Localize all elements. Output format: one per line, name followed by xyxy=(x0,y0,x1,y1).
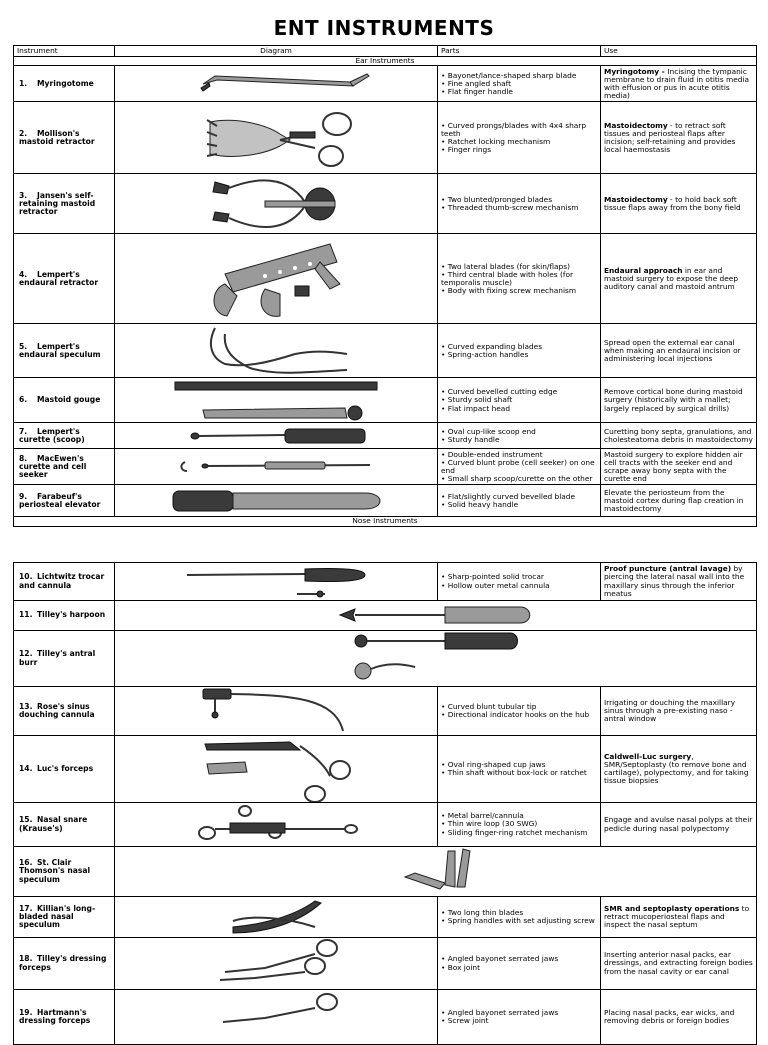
header-instrument: Instrument xyxy=(13,44,115,58)
jansen-retractor-diagram xyxy=(114,173,438,235)
header-parts: Parts xyxy=(437,44,601,58)
use-cell: Elevate the periosteum from the mastoid … xyxy=(600,484,757,518)
macewen-curette-diagram xyxy=(114,448,438,486)
tilley-forceps-diagram xyxy=(114,937,438,990)
parts-cell: • Metal barrel/cannula• Thin wire loop (… xyxy=(437,802,601,847)
lempert-curette-diagram xyxy=(114,422,438,450)
instrument-name: 11.Tilley's harpoon xyxy=(13,600,115,631)
mastoid-gouge-diagram xyxy=(114,377,438,424)
parts-cell: • Curved blunt tubular tip• Directional … xyxy=(437,686,601,736)
use-cell: Mastoidectomy - to retract soft tissues … xyxy=(600,101,757,175)
use-cell: Mastoidectomy - to hold back soft tissue… xyxy=(600,173,757,235)
rose-cannula-diagram xyxy=(114,686,438,736)
parts-cell: • Curved prongs/blades with 4x4 sharp te… xyxy=(437,101,601,175)
parts-cell: • Double-ended instrument• Curved blunt … xyxy=(437,448,601,486)
use-cell: Engage and avulse nasal polyps at their … xyxy=(600,802,757,847)
table-row: 11.Tilley's harpoon xyxy=(13,600,757,631)
table-row: 13.Rose's sinus douching cannula • Curve… xyxy=(13,686,757,736)
use-cell: Curetting bony septa, granulations, and … xyxy=(600,422,757,450)
krause-snare-diagram xyxy=(114,802,438,847)
table-row: 17.Killian's long-bladed nasal speculum … xyxy=(13,896,757,938)
instrument-name: 12.Tilley's antral burr xyxy=(13,630,115,687)
use-cell: Proof puncture (antral lavage) by pierci… xyxy=(600,562,757,601)
parts-cell: • Flat/slightly curved bevelled blade• S… xyxy=(437,484,601,518)
tilley-burr-diagram xyxy=(114,630,757,687)
instrument-name: 8.MacEwen's curette and cell seeker xyxy=(13,448,115,486)
use-cell: Endaural approach in ear and mastoid sur… xyxy=(600,233,757,325)
ear-instruments-table: Instrument Diagram Parts Use Ear Instrum… xyxy=(13,44,757,527)
lempert-retractor-diagram xyxy=(114,233,438,325)
parts-cell: • Sharp-pointed solid trocar• Hollow out… xyxy=(437,562,601,601)
use-cell: Caldwell-Luc surgery, SMR/Septoplasty (t… xyxy=(600,735,757,803)
instrument-name: 15.Nasal snare (Krause's) xyxy=(13,802,115,847)
table-row: 1.Myringotome • Bayonet/lance-shaped sha… xyxy=(13,65,757,103)
killian-speculum-diagram xyxy=(114,896,438,938)
mollison-retractor-diagram xyxy=(114,101,438,175)
lempert-speculum-diagram xyxy=(114,323,438,379)
section-ear: Ear Instruments xyxy=(13,56,757,67)
table-row: 4.Lempert's endaural retractor • Two lat… xyxy=(13,233,757,325)
header-diagram: Diagram xyxy=(114,44,438,58)
tilley-harpoon-diagram xyxy=(114,600,757,631)
instrument-name: 10.Lichtwitz trocar and cannula xyxy=(13,562,115,601)
use-cell: Mastoid surgery to explore hidden air ce… xyxy=(600,448,757,486)
page-title: ENT INSTRUMENTS xyxy=(273,16,495,40)
use-cell: Myringotomy - Incising the tympanic memb… xyxy=(600,65,757,103)
table-row: 19.Hartmann's dressing forceps • Angled … xyxy=(13,989,757,1045)
instrument-name: 17.Killian's long-bladed nasal speculum xyxy=(13,896,115,938)
instrument-name: 7.Lempert's curette (scoop) xyxy=(13,422,115,450)
table-row: 8.MacEwen's curette and cell seeker • Do… xyxy=(13,448,757,486)
table-row: 10.Lichtwitz trocar and cannula • Sharp-… xyxy=(13,562,757,601)
hartmann-forceps-diagram xyxy=(114,989,438,1045)
instrument-name: 13.Rose's sinus douching cannula xyxy=(13,686,115,736)
lichtwitz-trocar-diagram xyxy=(114,562,438,601)
instrument-name: 5.Lempert's endaural speculum xyxy=(13,323,115,379)
table-row: 14.Luc's forceps • Oval ring-shaped cup … xyxy=(13,735,757,803)
table-row: 3.Jansen's self-retaining mastoid retrac… xyxy=(13,173,757,235)
parts-cell: • Oval cup-like scoop end• Sturdy handle xyxy=(437,422,601,450)
instrument-name: 4.Lempert's endaural retractor xyxy=(13,233,115,325)
luc-forceps-diagram xyxy=(114,735,438,803)
parts-cell: • Angled bayonet serrated jaws• Box join… xyxy=(437,937,601,990)
table-row: 12.Tilley's antral burr xyxy=(13,630,757,687)
parts-cell: • Bayonet/lance-shaped sharp blade• Fine… xyxy=(437,65,601,103)
instrument-name: 16.St. Clair Thomson's nasal speculum xyxy=(13,846,115,897)
table-row: 9.Farabeuf's periosteal elevator • Flat/… xyxy=(13,484,757,518)
parts-cell: • Curved expanding blades• Spring-action… xyxy=(437,323,601,379)
table-row: 18.Tilley's dressing forceps • Angled ba… xyxy=(13,937,757,990)
parts-cell: • Oval ring-shaped cup jaws• Thin shaft … xyxy=(437,735,601,803)
use-cell: Spread open the external ear canal when … xyxy=(600,323,757,379)
st-clair-speculum-diagram xyxy=(114,846,757,897)
table-row: 6.Mastoid gouge • Curved bevelled cuttin… xyxy=(13,377,757,424)
header-row: Instrument Diagram Parts Use xyxy=(13,44,757,58)
table-row: 15.Nasal snare (Krause's) • Metal barrel… xyxy=(13,802,757,847)
instrument-name: 14.Luc's forceps xyxy=(13,735,115,803)
use-cell: SMR and septoplasty operations to retrac… xyxy=(600,896,757,938)
instrument-name: 2.Mollison's mastoid retractor xyxy=(13,101,115,175)
myringotome-diagram xyxy=(114,65,438,103)
parts-cell: • Two lateral blades (for skin/flaps)• T… xyxy=(437,233,601,325)
use-cell: Placing nasal packs, ear wicks, and remo… xyxy=(600,989,757,1045)
parts-cell: • Two blunted/pronged blades• Threaded t… xyxy=(437,173,601,235)
table-row: 7.Lempert's curette (scoop) • Oval cup-l… xyxy=(13,422,757,450)
instrument-name: 3.Jansen's self-retaining mastoid retrac… xyxy=(13,173,115,235)
instrument-name: 9.Farabeuf's periosteal elevator xyxy=(13,484,115,518)
table-row: 16.St. Clair Thomson's nasal speculum xyxy=(13,846,757,897)
header-use: Use xyxy=(600,44,757,58)
use-cell: Inserting anterior nasal packs, ear dres… xyxy=(600,937,757,990)
use-cell: Irrigating or douching the maxillary sin… xyxy=(600,686,757,736)
parts-cell: • Two long thin blades• Spring handles w… xyxy=(437,896,601,938)
parts-cell: • Curved bevelled cutting edge• Sturdy s… xyxy=(437,377,601,424)
section-nose: Nose Instruments xyxy=(13,516,757,527)
instrument-name: 18.Tilley's dressing forceps xyxy=(13,937,115,990)
parts-cell: • Angled bayonet serrated jaws• Screw jo… xyxy=(437,989,601,1045)
instrument-name: 19.Hartmann's dressing forceps xyxy=(13,989,115,1045)
table-row: 2.Mollison's mastoid retractor • Curved … xyxy=(13,101,757,175)
table-row: 5.Lempert's endaural speculum • Curved e… xyxy=(13,323,757,379)
instrument-name: 1.Myringotome xyxy=(13,65,115,103)
use-cell: Remove cortical bone during mastoid surg… xyxy=(600,377,757,424)
instrument-name: 6.Mastoid gouge xyxy=(13,377,115,424)
farabeuf-elevator-diagram xyxy=(114,484,438,518)
nose-instruments-table: 10.Lichtwitz trocar and cannula • Sharp-… xyxy=(13,562,757,1045)
